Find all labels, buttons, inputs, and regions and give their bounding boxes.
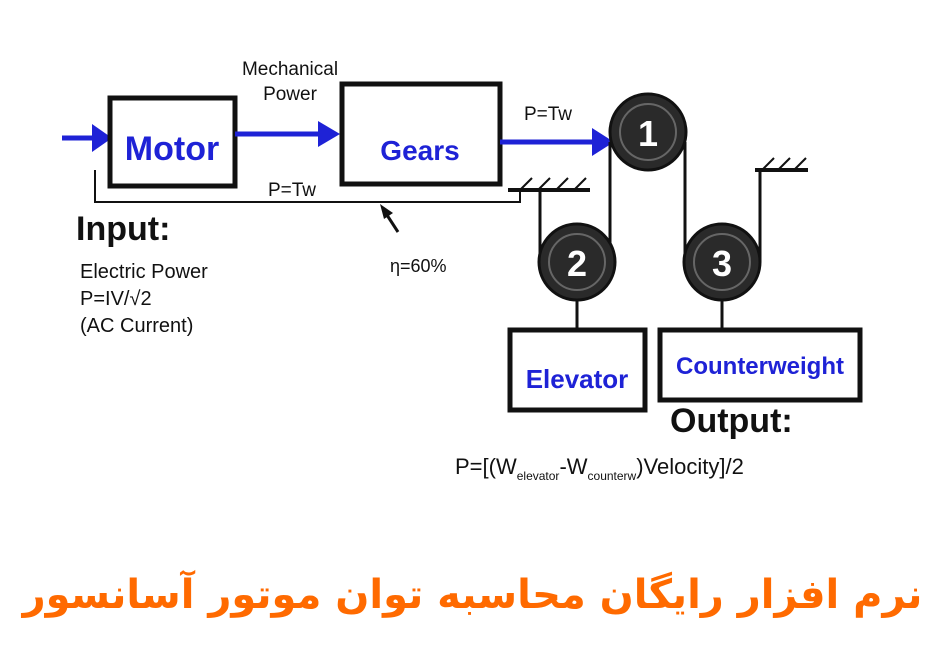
pulley-1: 1 [608,92,688,172]
mechanical-power-arrow [235,121,340,147]
ceiling-hatch-left [508,177,590,192]
pointer-arrow-icon [380,204,400,233]
efficiency-label: η=60% [390,256,447,276]
input-line2: P=IV/√2 [80,288,152,310]
ceiling-hatch-right [755,157,808,172]
elevator-label: Elevator [526,364,629,394]
output-formula-prefix: P=[(W [455,454,517,479]
pulley-2: 2 [537,222,617,302]
p-tw-bottom-label: P=Tw [268,180,316,201]
input-arrow [62,124,112,152]
pulley-3: 3 [682,222,762,302]
motor-label: Motor [125,130,219,168]
mechanical-power-line1: Mechanical [242,59,338,80]
output-formula-mid: -W [559,454,587,479]
p-tw-top-label: P=Tw [524,104,572,125]
pulley-3-label: 3 [712,243,732,284]
input-line3: (AC Current) [80,315,193,337]
input-heading: Input: [76,210,170,248]
output-formula-sub1: elevator [517,469,560,483]
gears-label: Gears [380,135,459,166]
elevator-box: Elevator [507,327,648,413]
input-line1: Electric Power [80,261,208,283]
motor-box: Motor [107,95,238,189]
output-formula-sub2: counterw [588,469,637,483]
page-caption: نرم افزار رایگان محاسبه توان موتور آسانس… [22,572,923,618]
gears-output-arrow [500,128,614,156]
gears-box: Gears [339,81,503,187]
output-formula-suffix: )Velocity]/2 [636,454,744,479]
mechanical-power-line2: Power [263,84,318,105]
pulley-1-label: 1 [638,113,658,154]
efficiency-bracket [94,170,521,203]
output-formula: P=[(Welevator-Wcounterw)Velocity]/2 [455,454,744,483]
pulley-2-label: 2 [567,243,587,284]
counterweight-label: Counterweight [676,353,844,380]
counterweight-box: Counterweight [657,327,863,403]
output-heading: Output: [670,402,793,440]
